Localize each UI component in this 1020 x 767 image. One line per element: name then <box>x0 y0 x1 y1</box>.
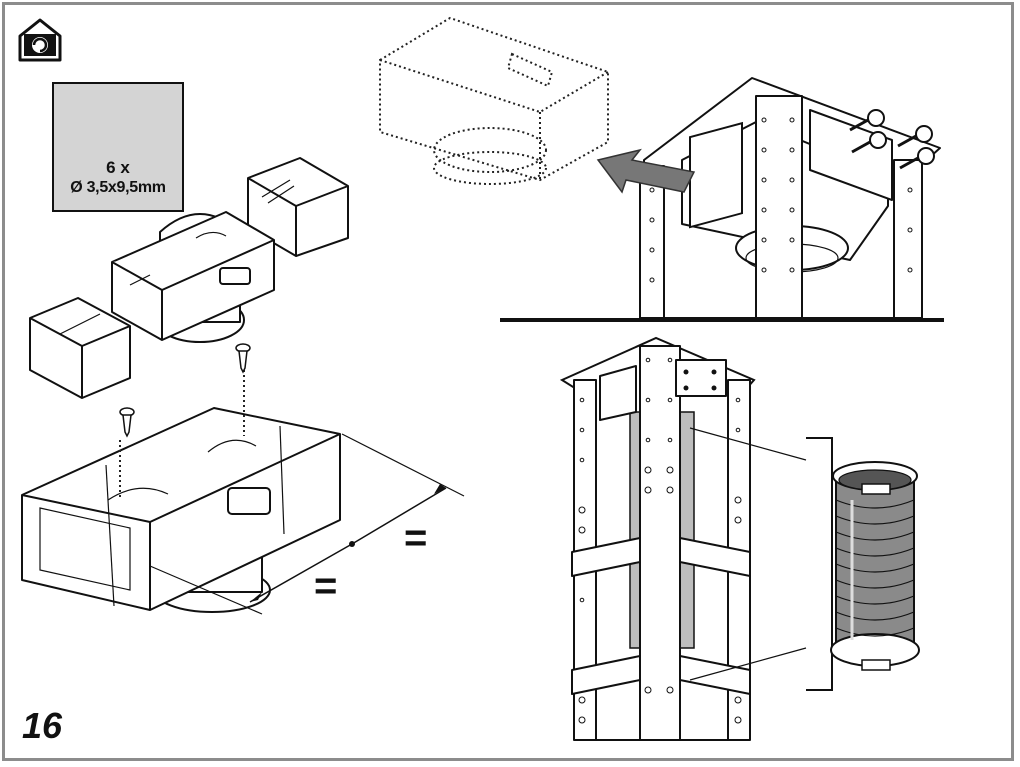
flexible-hose <box>830 461 920 671</box>
dimension-lines <box>149 433 465 615</box>
duct-assembly <box>21 370 341 613</box>
hose-callout <box>689 427 833 691</box>
duct-adapter-center <box>111 211 275 343</box>
duct-end-right <box>247 157 349 257</box>
screw-spec-box: 6 x Ø 3,5x9,5mm <box>52 82 184 212</box>
duct-end-left <box>29 297 131 399</box>
screw-count: 6 x <box>106 158 130 177</box>
chimney-frame-bottom <box>559 336 756 741</box>
frame-screws <box>849 109 935 170</box>
house-with-hood-icon <box>18 18 62 62</box>
equal-spacing-sign-left: = <box>314 564 338 608</box>
screw-small-left <box>119 407 135 438</box>
frame-holes-top <box>649 117 913 283</box>
screw-size: Ø 3,5x9,5mm <box>70 179 166 196</box>
equal-spacing-sign-right: = <box>404 516 428 560</box>
page-number: 16 <box>22 705 63 746</box>
screw-small-right <box>235 343 251 374</box>
frame-holes-bottom <box>578 357 742 724</box>
chimney-frame-top <box>500 77 944 322</box>
motor-housing-dotted <box>379 16 609 185</box>
